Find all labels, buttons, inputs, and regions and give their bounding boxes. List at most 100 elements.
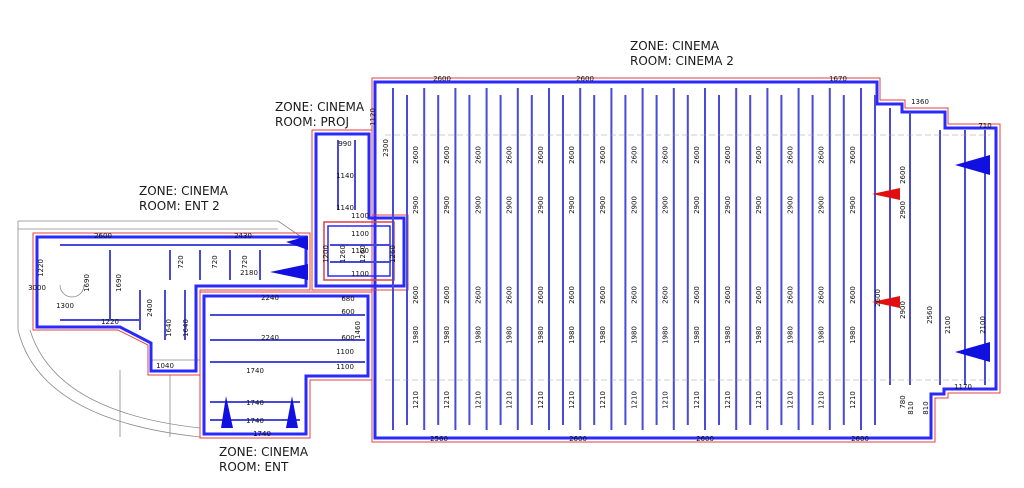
dim-cinema-right: 1170 xyxy=(954,383,972,391)
dim-proj-box: 1100 xyxy=(351,247,369,255)
label-ent2: ZONE: CINEMA ROOM: ENT 2 xyxy=(139,184,228,214)
dim-cinema-col: 1980 xyxy=(630,326,638,344)
dim-cinema-col: 1980 xyxy=(755,326,763,344)
dim-cinema-col: 1210 xyxy=(630,391,638,409)
dim-cinema-col: 2900 xyxy=(412,196,420,214)
dim-ent: 1740 xyxy=(246,417,264,425)
dim-ent2: 1640 xyxy=(182,319,190,337)
dim-cinema-col: 2600 xyxy=(818,286,826,304)
dim-cinema-col: 2600 xyxy=(693,146,701,164)
dim-cinema-col: 1210 xyxy=(786,391,794,409)
dim-cinema-col: 1980 xyxy=(568,326,576,344)
dim-cinema-col: 2600 xyxy=(630,286,638,304)
dim-cinema-col: 2900 xyxy=(786,196,794,214)
dim-cinema-col: 2600 xyxy=(599,286,607,304)
dim-ent: 1100 xyxy=(336,348,354,356)
dim-ent2: 2400 xyxy=(146,299,154,317)
dim-proj-box: 1100 xyxy=(351,230,369,238)
marker-blue-3 xyxy=(955,155,990,175)
structure-lines xyxy=(17,220,301,438)
marker-red-1 xyxy=(872,188,900,200)
dim-cinema-col: 2900 xyxy=(537,196,545,214)
dim-cinema-col: 1210 xyxy=(693,391,701,409)
dim-cinema-col: 1210 xyxy=(412,391,420,409)
cinema-battens xyxy=(392,88,986,430)
dim-cinema-right: 2600 xyxy=(899,166,907,184)
dim-cinema-col: 2600 xyxy=(474,146,482,164)
dim-cinema-col: 1980 xyxy=(506,326,514,344)
dim-cinema-col: 1980 xyxy=(412,326,420,344)
label-ent2-room: ROOM: ENT 2 xyxy=(139,199,220,213)
dim-ent2: 1040 xyxy=(156,362,174,370)
dim-cinema-col: 2600 xyxy=(412,286,420,304)
dim-ent: 2240 xyxy=(261,294,279,302)
dim-cinema-col: 1210 xyxy=(599,391,607,409)
label-cinema2-room: ROOM: CINEMA 2 xyxy=(630,54,734,68)
dim-cinema-col: 1210 xyxy=(724,391,732,409)
dim-ent: 1740 xyxy=(253,430,271,438)
dim-top: 710 xyxy=(978,122,991,130)
dim-cinema-col: 2900 xyxy=(818,196,826,214)
dim-cinema-col: 2900 xyxy=(693,196,701,214)
label-proj-zone: ZONE: CINEMA xyxy=(275,100,365,114)
dim-cinema-col: 2600 xyxy=(630,146,638,164)
dim-cinema-col: 1210 xyxy=(662,391,670,409)
dim-ent2: 720 xyxy=(177,255,185,268)
dim-cinema-col: 1210 xyxy=(474,391,482,409)
dim-ent: 600 xyxy=(341,334,354,342)
marker-blue-5 xyxy=(221,396,233,428)
label-proj-room: ROOM: PROJ xyxy=(275,115,349,129)
dim-cinema-col: 2600 xyxy=(506,286,514,304)
dim-ent2: 720 xyxy=(211,255,219,268)
dim-cinema-col: 2600 xyxy=(786,146,794,164)
dim-cinema-col: 1210 xyxy=(755,391,763,409)
dim-cinema-col: 2600 xyxy=(443,286,451,304)
dim-proj: 1120 xyxy=(369,108,377,126)
dim-cinema-col: 2900 xyxy=(662,196,670,214)
dim-cinema-col: 1210 xyxy=(568,391,576,409)
markers xyxy=(221,155,990,428)
dim-ent: 1740 xyxy=(246,399,264,407)
dim-cinema-col: 2600 xyxy=(474,286,482,304)
label-cinema2: ZONE: CINEMA ROOM: CINEMA 2 xyxy=(630,39,734,69)
dim-proj-box: 1100 xyxy=(351,212,369,220)
dim-cinema-col: 1980 xyxy=(786,326,794,344)
dim-cinema-col: 2600 xyxy=(537,146,545,164)
dim-cinema-col: 1980 xyxy=(537,326,545,344)
dim-cinema-col: 2900 xyxy=(755,196,763,214)
dim-bottom: 2600 xyxy=(696,435,714,443)
dim-cinema-col: 1980 xyxy=(818,326,826,344)
dim-cinema-col: 2900 xyxy=(474,196,482,214)
marker-blue-1 xyxy=(286,236,308,250)
dim-cinema-col: 2600 xyxy=(693,286,701,304)
dim-cinema-col: 2900 xyxy=(630,196,638,214)
dim-cinema-col: 2600 xyxy=(537,286,545,304)
dim-cinema-right: 810 xyxy=(907,401,915,414)
marker-red-2 xyxy=(872,296,900,308)
dim-proj-box: 1260 xyxy=(389,245,397,263)
dim-proj: 990 xyxy=(338,140,351,148)
label-cinema2-zone: ZONE: CINEMA xyxy=(630,39,720,53)
dim-ent2: 2600 xyxy=(94,232,112,240)
dim-cinema-right: 2100 xyxy=(944,316,952,334)
dim-cinema-col: 2600 xyxy=(568,286,576,304)
dim-cinema-col: 2900 xyxy=(443,196,451,214)
dim-ent2: 2180 xyxy=(240,269,258,277)
dim-proj: 1140 xyxy=(336,172,354,180)
dim-bottom: 2600 xyxy=(569,435,587,443)
dim-cinema-right: 780 xyxy=(899,395,907,408)
wall-ent xyxy=(199,291,373,439)
dim-ent2: 1220 xyxy=(37,259,45,277)
dim-ent2: 1300 xyxy=(56,302,74,310)
dim-cinema-col: 2900 xyxy=(506,196,514,214)
dim-cinema-col: 1210 xyxy=(537,391,545,409)
dim-cinema-col: 1980 xyxy=(443,326,451,344)
dim-cinema-col: 2900 xyxy=(599,196,607,214)
dim-cinema-col: 1210 xyxy=(818,391,826,409)
dim-cinema-col: 2600 xyxy=(568,146,576,164)
dim-cinema-right: 2900 xyxy=(899,301,907,319)
dim-ent2: 720 xyxy=(241,255,249,268)
dim-cinema-col: 1980 xyxy=(724,326,732,344)
